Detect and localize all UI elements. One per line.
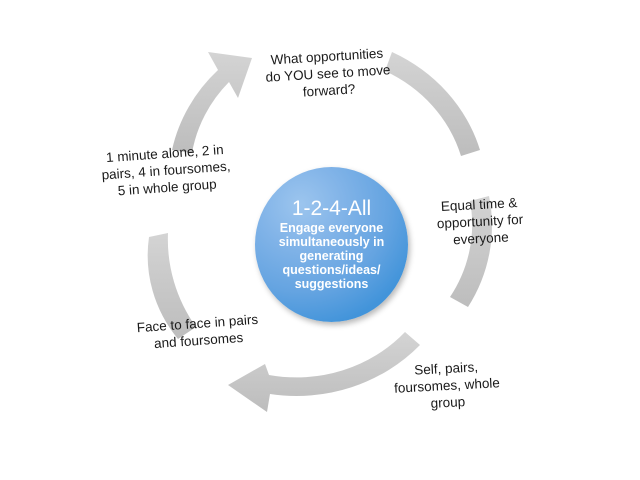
- arc-left: [147, 233, 196, 339]
- arc-right: [450, 196, 492, 307]
- label-right: Equal time & opportunity for everyone: [436, 195, 524, 248]
- center-circle: 1-2-4-All Engage everyone simultaneously…: [255, 167, 408, 322]
- arc-bottom: [228, 332, 420, 412]
- arc-top-right: [385, 52, 480, 156]
- center-body-text: Engage everyone simultaneously in genera…: [278, 220, 385, 291]
- center-title: 1-2-4-All: [291, 196, 372, 220]
- label-top: What opportunities do YOU see to move fo…: [265, 45, 391, 100]
- label-bottom-right: Self, pairs, foursomes, whole group: [393, 359, 501, 411]
- label-left: 1 minute alone, 2 in pairs, 4 in foursom…: [101, 141, 231, 199]
- arc-top-left: [172, 52, 252, 153]
